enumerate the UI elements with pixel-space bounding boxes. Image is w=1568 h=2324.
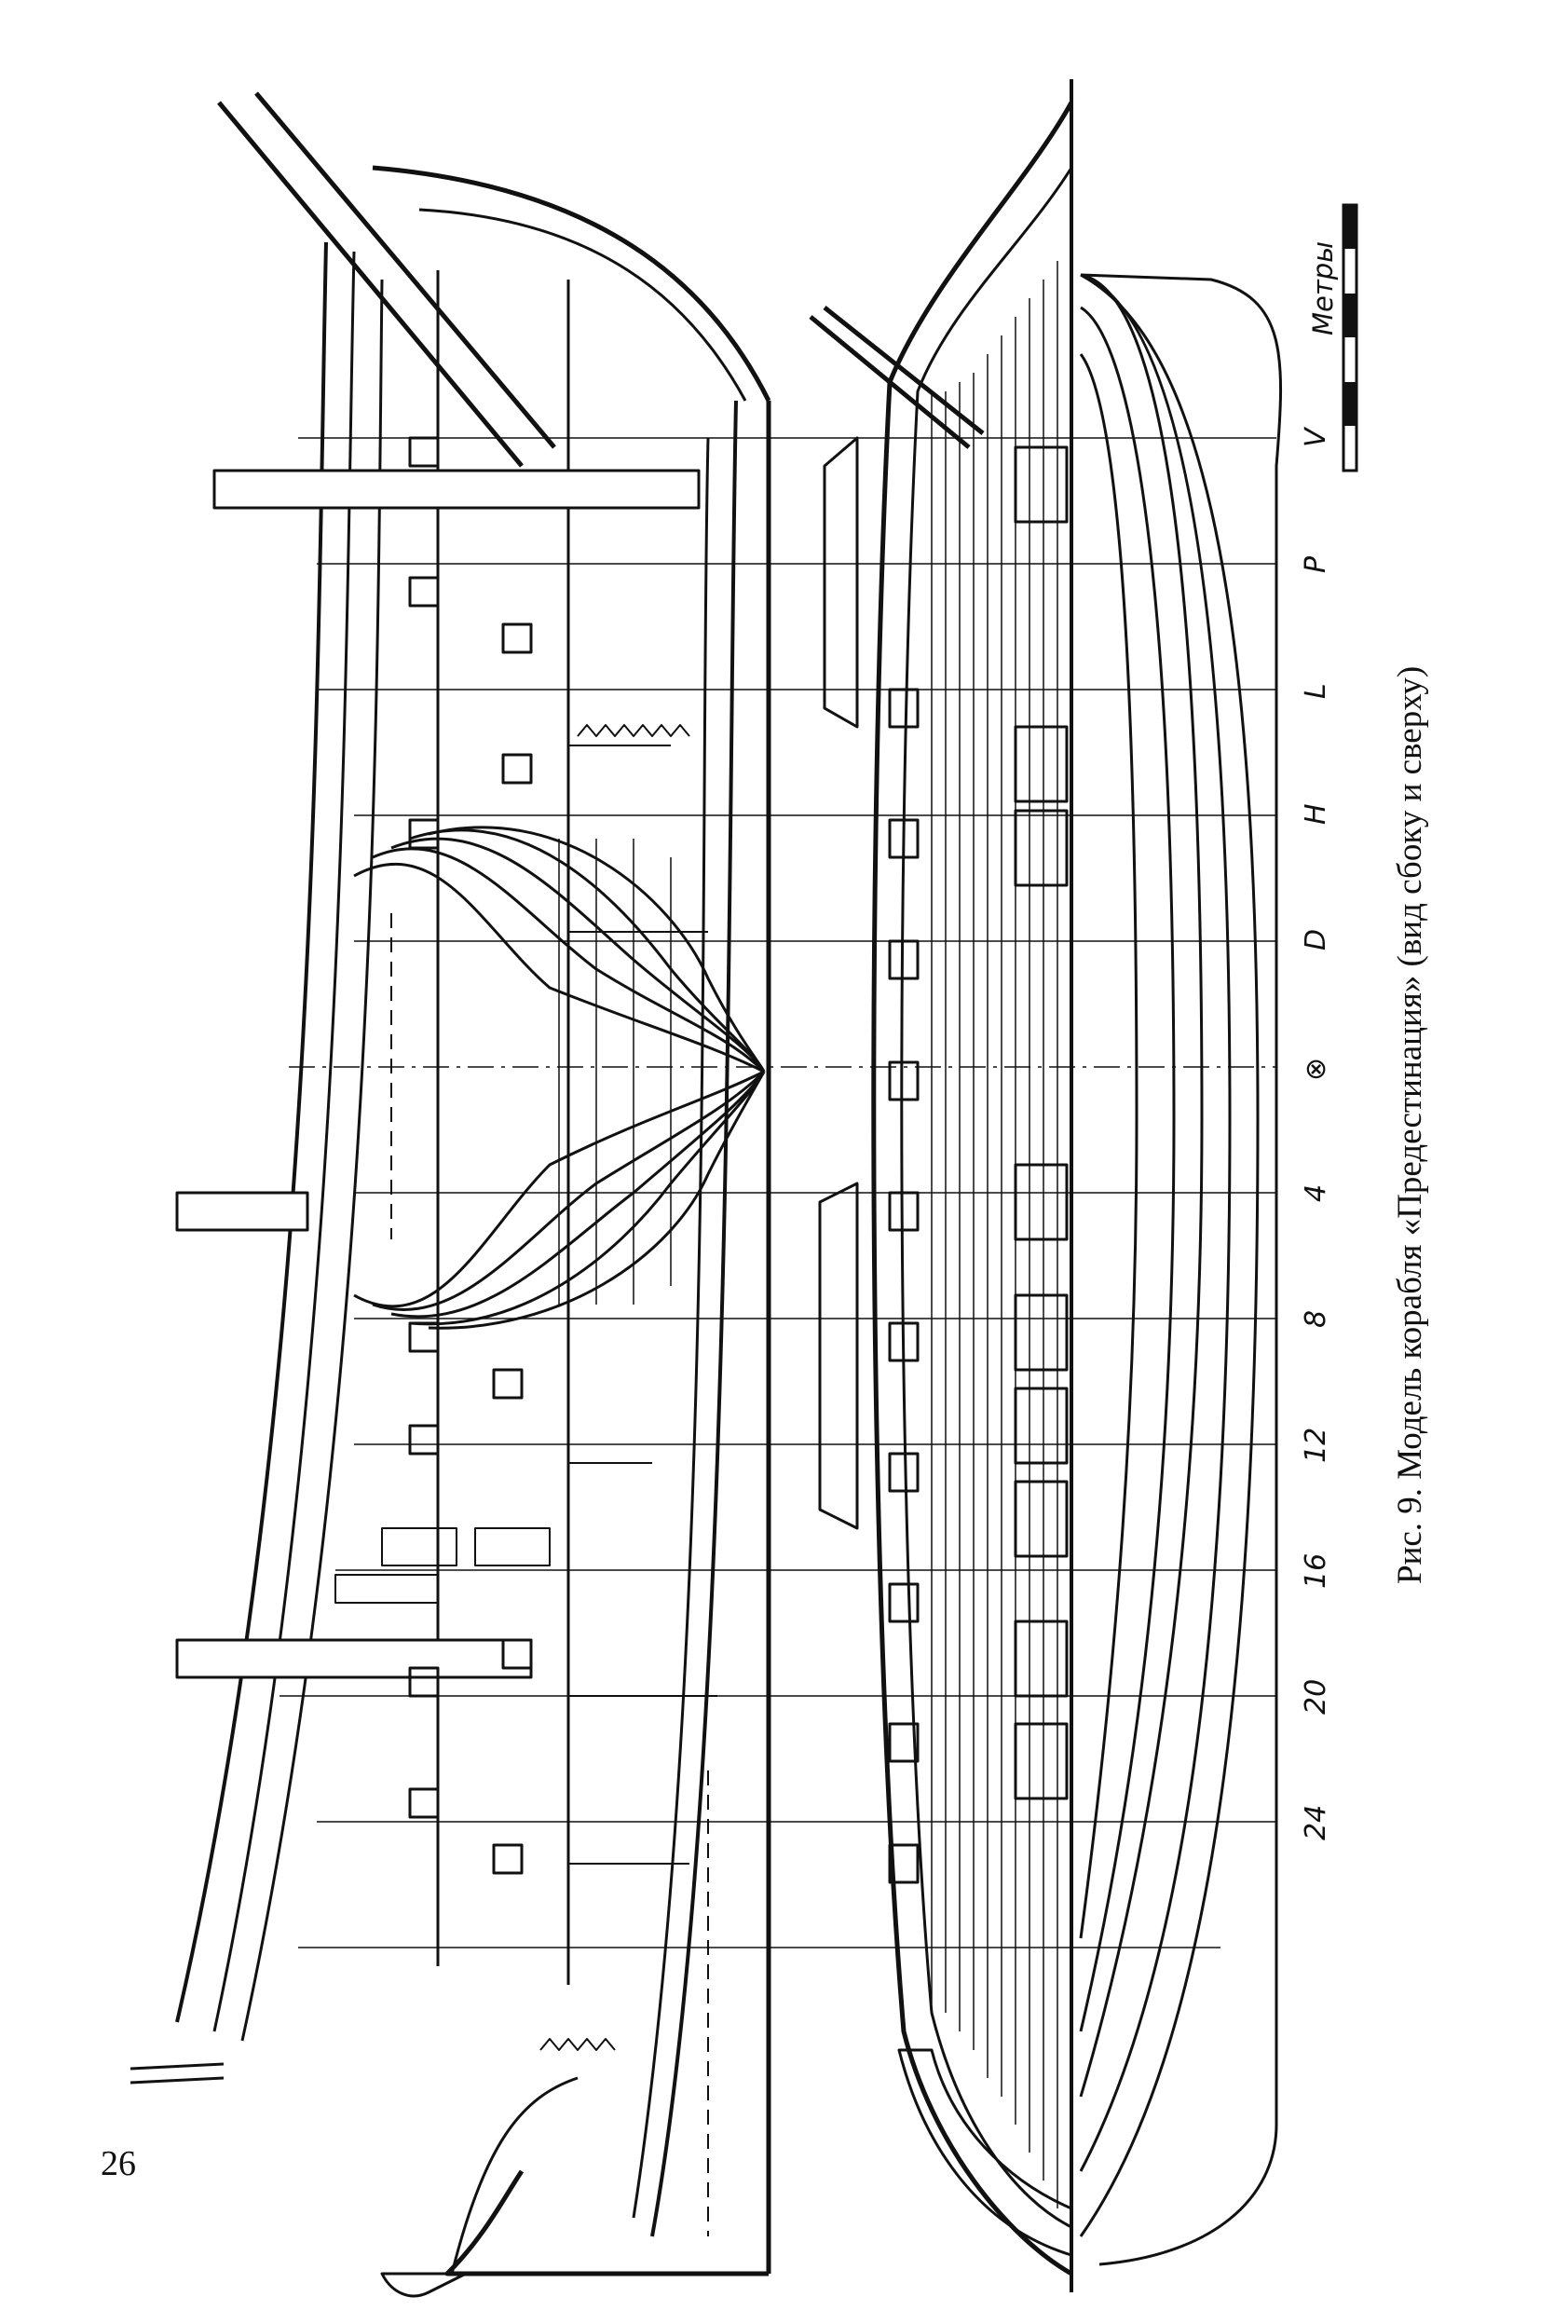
station-label: D bbox=[1300, 929, 1332, 950]
station-labels: V P L H D ⊗ 4 8 12 16 20 24 bbox=[1300, 426, 1332, 1840]
station-label: V bbox=[1300, 426, 1332, 447]
station-label: 20 bbox=[1300, 1679, 1332, 1715]
dashed-lines bbox=[390, 913, 709, 2236]
station-label: ⊗ bbox=[1300, 1058, 1332, 1081]
mast-stumps bbox=[130, 469, 701, 2085]
page-number: 26 bbox=[101, 2144, 136, 2183]
station-label: H bbox=[1300, 803, 1332, 825]
deck-details bbox=[334, 724, 717, 2051]
station-lines bbox=[280, 437, 1276, 1948]
scale-bar: Метры bbox=[1307, 203, 1358, 472]
station-label: 24 bbox=[1300, 1805, 1332, 1840]
bowsprit bbox=[217, 91, 556, 468]
waterlines bbox=[1079, 273, 1282, 2266]
body-plan-sections bbox=[353, 826, 766, 1330]
scale-label: Метры bbox=[1307, 241, 1339, 335]
station-label: 8 bbox=[1300, 1310, 1332, 1328]
station-label: L bbox=[1300, 683, 1332, 699]
station-label: P bbox=[1300, 555, 1332, 573]
top-view-hull bbox=[809, 79, 1074, 2292]
figure-caption: Рис. 9. Модель корабля «Предестинация» (… bbox=[1391, 666, 1429, 1584]
station-label: 16 bbox=[1300, 1553, 1332, 1589]
station-label: 12 bbox=[1300, 1428, 1332, 1463]
station-label: 4 bbox=[1300, 1184, 1332, 1202]
